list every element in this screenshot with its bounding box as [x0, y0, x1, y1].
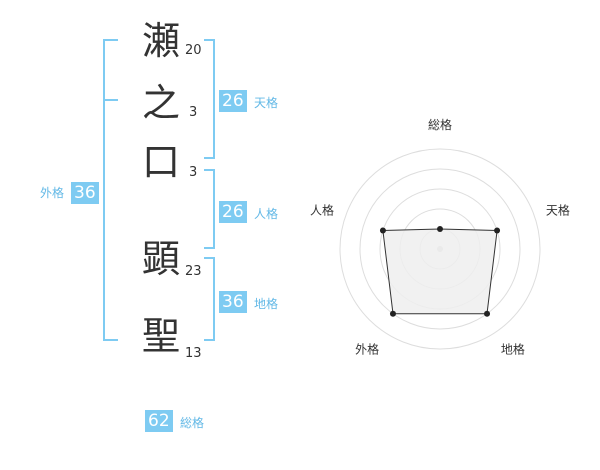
radar-axis-label: 外格 [355, 341, 379, 356]
radar-axis-label: 総格 [428, 117, 452, 132]
radar-point [437, 226, 443, 232]
name-char-1: 瀬 [141, 19, 180, 63]
stroke-count-2: 3 [189, 105, 198, 120]
chikaku-value: 36 [219, 291, 247, 313]
chikaku-bracket [204, 257, 215, 341]
radar-polygon [382, 228, 498, 315]
radar-point [389, 310, 396, 317]
chikaku-label: 地格 [254, 297, 279, 311]
stroke-count-3: 3 [189, 165, 198, 180]
jinkaku-value: 26 [219, 201, 247, 223]
tenkaku-value: 26 [219, 90, 247, 112]
radar-point [484, 310, 491, 317]
radar-ring [339, 148, 541, 350]
stroke-count-4: 23 [185, 264, 202, 279]
radar-axis-label: 地格 [501, 341, 525, 356]
name-char-2: 之 [141, 81, 180, 125]
gaikaku-label: 外格 [40, 186, 65, 200]
stroke-count-1: 20 [185, 43, 202, 58]
tenkaku-bracket [204, 39, 215, 159]
radar-dots [379, 226, 501, 317]
soukaku-value: 62 [145, 410, 173, 432]
radar-point [379, 227, 386, 234]
soukaku-label: 総格 [180, 416, 205, 430]
jinkaku-bracket [204, 169, 215, 249]
jinkaku-label: 人格 [254, 207, 279, 221]
radar-point [494, 227, 501, 234]
gaikaku-bracket [103, 39, 118, 341]
name-char-3: 口 [141, 140, 180, 184]
name-char-5: 聖 [141, 314, 180, 358]
radar-ring [359, 168, 521, 330]
radar-axis-label: 人格 [310, 203, 334, 218]
tenkaku-label: 天格 [254, 96, 279, 110]
name-char-4: 顕 [141, 237, 180, 281]
gaikaku-value: 36 [71, 182, 99, 204]
radar-axis-label: 天格 [546, 203, 570, 218]
stroke-count-5: 13 [185, 346, 202, 361]
